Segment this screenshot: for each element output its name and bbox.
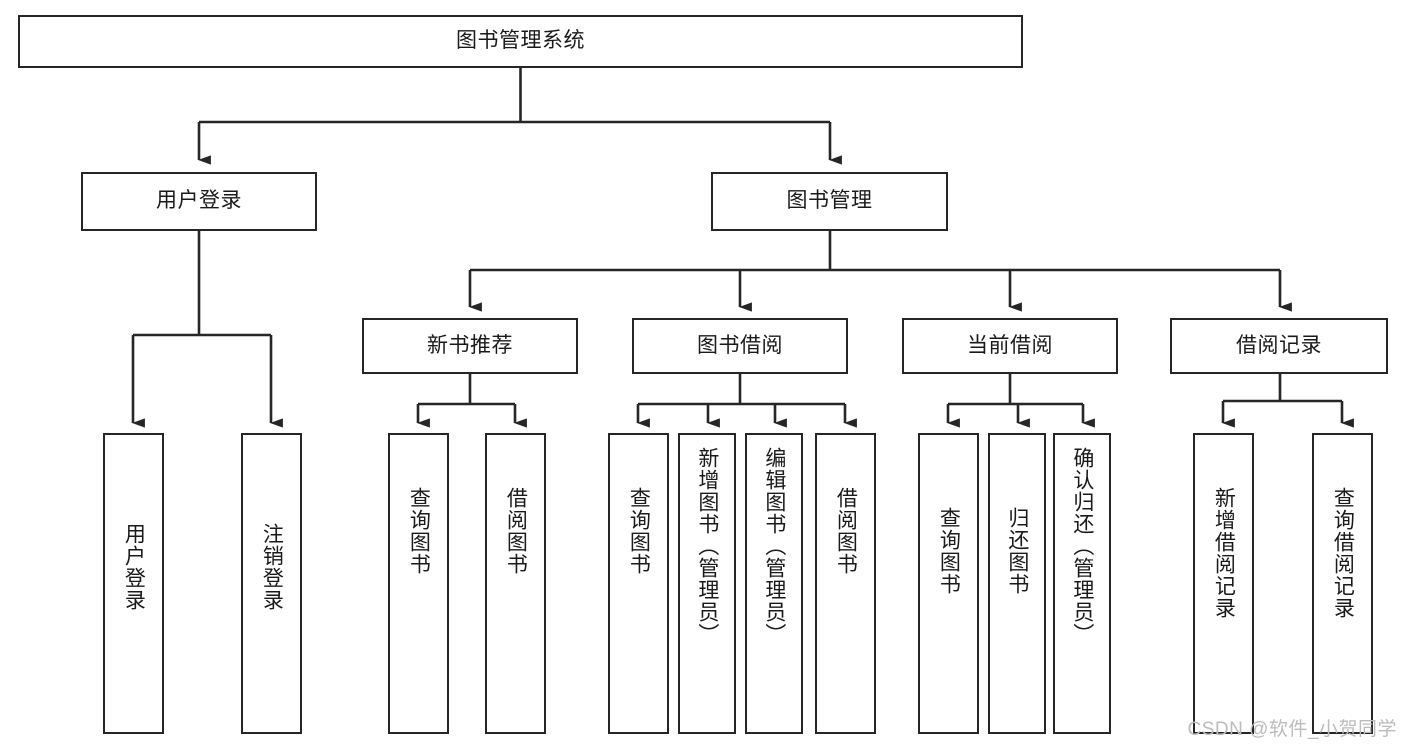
leaf-current-return-book[interactable]: 归还图书 <box>988 433 1046 734</box>
leaf-user-logout[interactable]: 注销登录 <box>241 433 302 734</box>
leaf-current-query-book-label: 查询图书 <box>937 507 961 595</box>
leaf-borrow-add-book-admin[interactable]: 新增图书（管理员） <box>678 433 736 734</box>
leaf-records-query-record[interactable]: 查询借阅记录 <box>1312 433 1373 734</box>
leaf-recommend-borrow-book-label: 借阅图书 <box>504 487 528 575</box>
leaf-borrow-query-book-label: 查询图书 <box>627 487 651 575</box>
leaf-borrow-borrow-book-label: 借阅图书 <box>834 487 858 575</box>
node-book-borrow-label: 图书借阅 <box>697 333 783 357</box>
leaf-records-query-record-label: 查询借阅记录 <box>1331 487 1355 619</box>
leaf-recommend-borrow-book[interactable]: 借阅图书 <box>485 433 546 734</box>
node-book-management[interactable]: 图书管理 <box>711 172 948 231</box>
node-borrow-records-label: 借阅记录 <box>1236 333 1322 357</box>
leaf-current-query-book[interactable]: 查询图书 <box>918 433 979 734</box>
leaf-borrow-edit-book-admin-label: 编辑图书（管理员） <box>762 447 786 645</box>
leaf-borrow-borrow-book[interactable]: 借阅图书 <box>815 433 876 734</box>
leaf-user-logout-label: 注销登录 <box>260 523 284 611</box>
leaf-recommend-query-book[interactable]: 查询图书 <box>388 433 449 734</box>
leaf-records-add-record-label: 新增借阅记录 <box>1212 487 1236 619</box>
node-user-login-label: 用户登录 <box>156 189 242 213</box>
leaf-user-login-label: 用户登录 <box>122 523 146 611</box>
leaf-borrow-add-book-admin-label: 新增图书（管理员） <box>695 447 719 645</box>
node-current-borrow-label: 当前借阅 <box>967 333 1053 357</box>
leaf-recommend-query-book-label: 查询图书 <box>407 487 431 575</box>
node-book-management-label: 图书管理 <box>786 189 873 213</box>
node-root[interactable]: 图书管理系统 <box>18 15 1023 68</box>
watermark-text: CSDN @软件_小贺同学 <box>1187 719 1397 740</box>
leaf-user-login[interactable]: 用户登录 <box>103 433 164 734</box>
node-book-borrow[interactable]: 图书借阅 <box>632 318 848 374</box>
leaf-current-return-book-label: 归还图书 <box>1005 507 1029 595</box>
leaf-current-confirm-return-admin[interactable]: 确认归还（管理员） <box>1053 433 1111 734</box>
leaf-borrow-edit-book-admin[interactable]: 编辑图书（管理员） <box>745 433 803 734</box>
node-borrow-records[interactable]: 借阅记录 <box>1170 318 1388 374</box>
node-new-book-recommend[interactable]: 新书推荐 <box>362 318 578 374</box>
leaf-current-confirm-return-admin-label: 确认归还（管理员） <box>1070 447 1094 645</box>
leaf-records-add-record[interactable]: 新增借阅记录 <box>1193 433 1254 734</box>
node-current-borrow[interactable]: 当前借阅 <box>902 318 1118 374</box>
leaf-borrow-query-book[interactable]: 查询图书 <box>608 433 669 734</box>
node-user-login[interactable]: 用户登录 <box>81 172 317 231</box>
node-new-book-recommend-label: 新书推荐 <box>427 333 513 357</box>
node-root-label: 图书管理系统 <box>456 29 585 53</box>
